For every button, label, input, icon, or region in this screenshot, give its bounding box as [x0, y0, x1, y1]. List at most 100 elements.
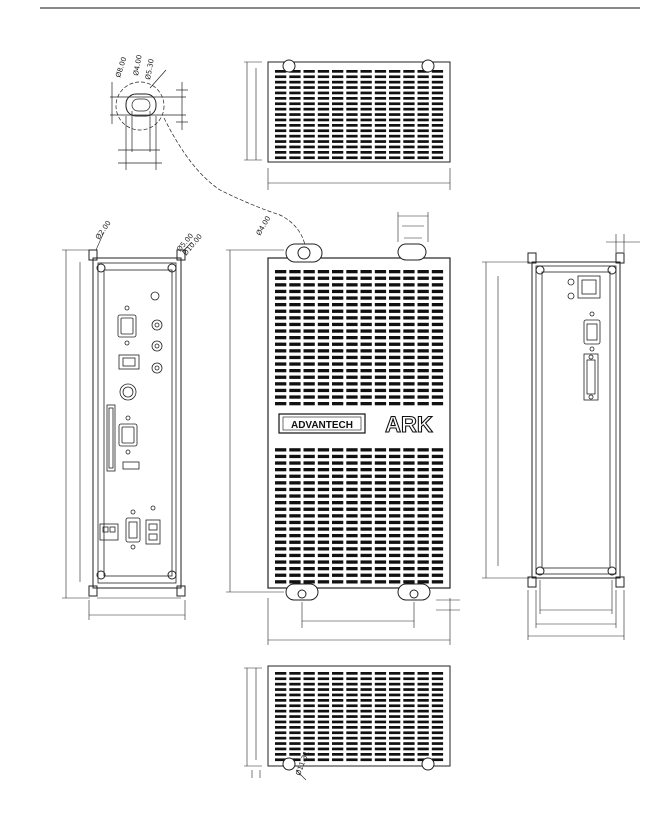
vent-slot	[361, 382, 372, 385]
rear-panel-view	[482, 234, 640, 640]
vent-slot	[318, 86, 329, 89]
vent-slot	[304, 140, 315, 143]
vent-slot	[318, 75, 329, 78]
mount-hole-icon	[422, 758, 434, 770]
vent-slot	[361, 580, 372, 583]
vent-slot	[275, 554, 286, 557]
vent-slot	[289, 753, 300, 756]
vent-slot	[332, 481, 343, 484]
vent-slot	[403, 97, 414, 100]
vent-slot	[432, 488, 443, 491]
vent-slot	[318, 102, 329, 105]
vent-slot	[346, 580, 357, 583]
vent-slot	[418, 283, 429, 286]
vent-slot	[318, 113, 329, 116]
vent-slot	[318, 508, 329, 511]
vent-slot	[389, 758, 400, 761]
vent-slot	[432, 710, 443, 713]
vent-slot	[318, 688, 329, 691]
vent-slot	[432, 135, 443, 138]
vent-slot	[318, 753, 329, 756]
vent-slot	[275, 402, 286, 405]
vent-slot	[332, 742, 343, 745]
vent-slot	[375, 710, 386, 713]
vent-slot	[361, 97, 372, 100]
vent-slot	[332, 277, 343, 280]
vent-slot	[361, 514, 372, 517]
vent-slot	[389, 753, 400, 756]
vent-slot	[361, 481, 372, 484]
vent-slot	[403, 382, 414, 385]
vent-slot	[418, 541, 429, 544]
vent-slot	[289, 567, 300, 570]
vent-slot	[318, 146, 329, 149]
vent-slot	[432, 534, 443, 537]
vent-slot	[332, 310, 343, 313]
vent-slot	[418, 521, 429, 524]
vent-slot	[375, 135, 386, 138]
vent-slot	[403, 113, 414, 116]
vent-slot	[318, 395, 329, 398]
vent-slot	[332, 567, 343, 570]
vent-slot	[403, 521, 414, 524]
vent-slot	[275, 146, 286, 149]
vent-slot	[332, 726, 343, 729]
vent-slot	[332, 140, 343, 143]
vent-slot	[361, 290, 372, 293]
mount-hole-icon	[536, 266, 544, 274]
vent-slot	[275, 382, 286, 385]
vent-slot	[289, 376, 300, 379]
vent-slot	[432, 580, 443, 583]
vent-slot	[304, 560, 315, 563]
vent-slot	[332, 283, 343, 286]
vent-slot	[318, 356, 329, 359]
vent-slot	[318, 124, 329, 127]
dim-label-d2: Ø2.00	[94, 219, 113, 241]
vent-slot	[375, 70, 386, 73]
vent-slot	[332, 270, 343, 273]
vent-slot	[418, 92, 429, 95]
vent-slot	[275, 362, 286, 365]
vent-slot	[389, 481, 400, 484]
vent-slot	[418, 567, 429, 570]
vent-slot	[389, 488, 400, 491]
vent-slot	[332, 336, 343, 339]
vent-slot	[389, 737, 400, 740]
vent-slot	[275, 461, 286, 464]
vent-slot	[332, 514, 343, 517]
vent-slot	[275, 547, 286, 550]
vent-slot	[332, 455, 343, 458]
vent-slot	[361, 448, 372, 451]
vent-slot	[318, 376, 329, 379]
vent-slot	[375, 376, 386, 379]
vent-slot	[318, 672, 329, 675]
vent-slot	[389, 70, 400, 73]
vent-slot	[346, 494, 357, 497]
vent-slot	[332, 560, 343, 563]
vent-slot	[332, 748, 343, 751]
vent-slot	[304, 151, 315, 154]
vent-slot	[289, 704, 300, 707]
vent-slot	[304, 468, 315, 471]
vent-slot	[346, 574, 357, 577]
vent-slot	[375, 672, 386, 675]
vent-slot	[289, 382, 300, 385]
vent-slot	[403, 362, 414, 365]
vent-slot	[375, 146, 386, 149]
vent-slot	[332, 86, 343, 89]
vent-slot	[304, 448, 315, 451]
vent-slot	[332, 97, 343, 100]
vent-slot	[304, 748, 315, 751]
vent-slot	[275, 580, 286, 583]
vent-slot	[289, 672, 300, 675]
vent-slot	[375, 468, 386, 471]
vent-slot	[403, 349, 414, 352]
vent-slot	[432, 547, 443, 550]
vent-slot	[332, 81, 343, 84]
vent-slot	[275, 156, 286, 159]
vent-slot	[375, 455, 386, 458]
vent-slot	[318, 382, 329, 385]
vent-slot	[403, 742, 414, 745]
vent-slot	[375, 283, 386, 286]
vent-slot	[389, 362, 400, 365]
